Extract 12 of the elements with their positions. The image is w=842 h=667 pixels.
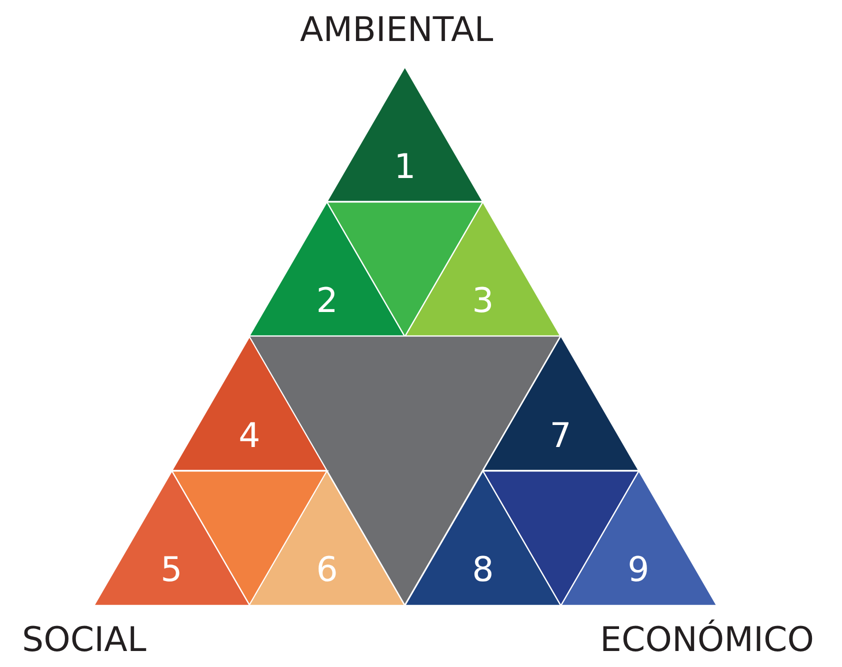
segment-number: 3 <box>472 282 494 320</box>
dimension-label: ECONÓMICO <box>600 620 814 660</box>
segment-number: 5 <box>160 551 182 590</box>
segment-number: 1 <box>394 148 416 186</box>
segment-number: 4 <box>238 416 260 455</box>
dimension-label: SOCIAL <box>22 620 146 660</box>
segment-number: 2 <box>316 282 338 320</box>
segment-number: 6 <box>316 551 338 590</box>
segment-number: 7 <box>550 416 572 455</box>
dimension-label: AMBIENTAL <box>300 10 494 50</box>
segment-number: 8 <box>472 551 494 590</box>
segment-number: 9 <box>628 551 650 590</box>
